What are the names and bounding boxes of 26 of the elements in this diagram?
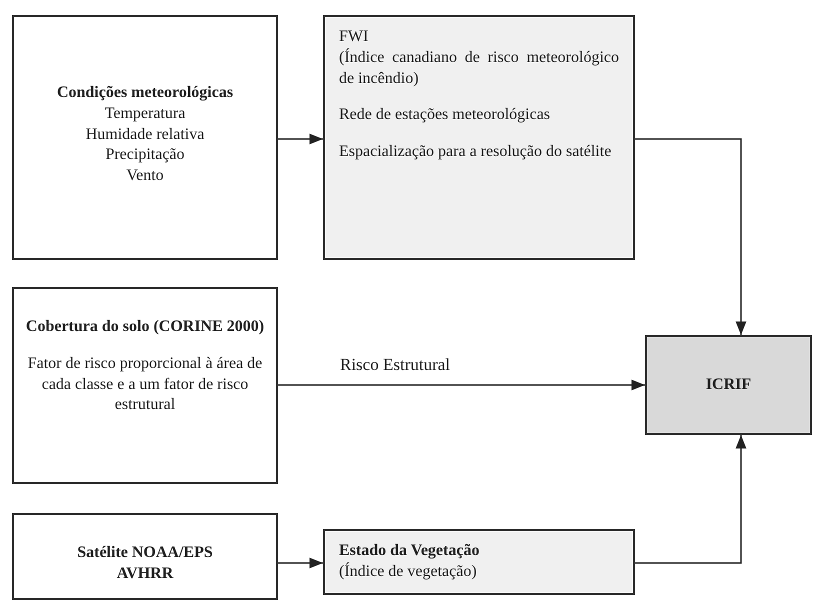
process-box [645, 335, 812, 435]
box-text: Precipitação [104, 145, 186, 166]
box-heading: Estado da Vegetação [339, 541, 480, 561]
box-text: Temperatura [104, 104, 186, 124]
process-box [12, 15, 278, 260]
box-text: Humidade relativa [84, 124, 206, 145]
process-box [12, 513, 278, 600]
arrow [278, 134, 323, 144]
box-text: Espacialização para a resolução do satélite [339, 142, 612, 162]
process-box [323, 529, 635, 595]
arrow [635, 435, 746, 564]
box-heading: ICRIF [704, 375, 752, 395]
arrow [278, 558, 323, 568]
box-text: (Índice canadiano de risco meteorológico de incêndio) [339, 48, 619, 89]
box-text: Vento [125, 166, 165, 186]
box-heading: Cobertura do solo (CORINE 2000) [24, 317, 266, 337]
arrow [635, 138, 746, 335]
box-text: Rede de estações meteorológicas [339, 105, 552, 126]
process-box [323, 15, 635, 260]
box-heading: Satélite NOAA/EPS AVHRR [76, 543, 214, 584]
arrow [278, 380, 645, 390]
box-heading: Condições meteorológicas [56, 83, 234, 103]
box-text: FWI [339, 27, 370, 47]
box-text: (Índice de vegetação) [339, 562, 478, 582]
process-box [12, 287, 278, 484]
box-text: Fator de risco proporcional à área de cada classe e a um fator de risco estrutural [26, 354, 264, 416]
